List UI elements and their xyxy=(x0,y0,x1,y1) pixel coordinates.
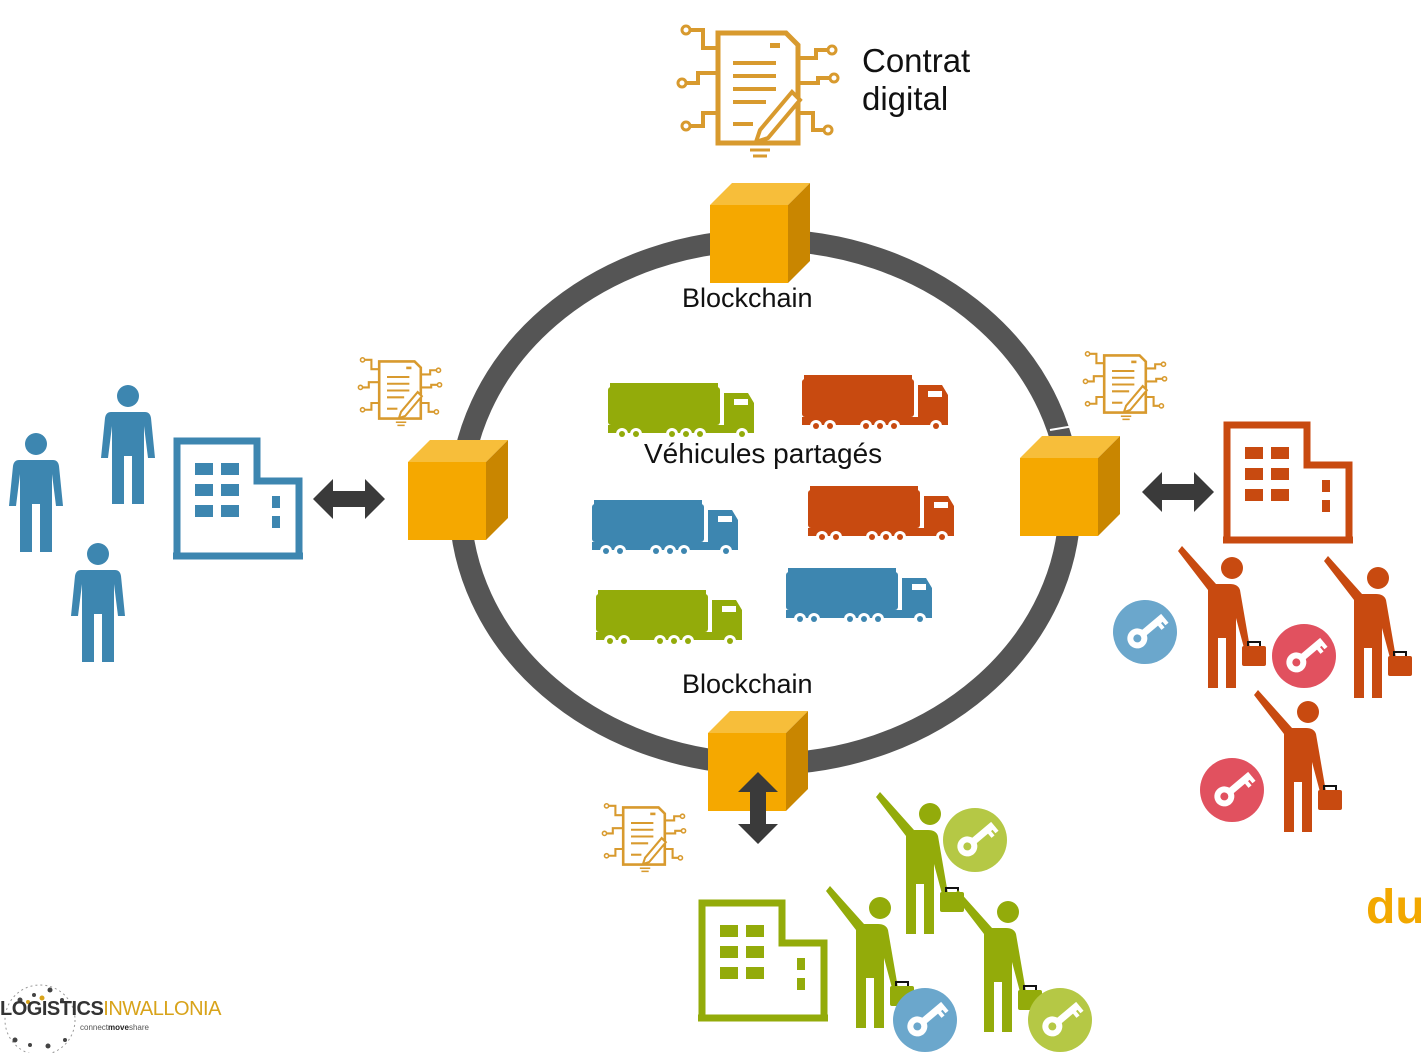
key-icon xyxy=(1113,600,1177,664)
key-icon xyxy=(943,808,1007,872)
truck-icon xyxy=(596,590,742,647)
double-arrow-icon xyxy=(1142,472,1214,512)
contract-icon xyxy=(357,356,443,427)
contract-label: Contrat digital xyxy=(862,42,970,118)
person-icon xyxy=(71,543,125,662)
logo-globe-icon xyxy=(4,984,76,1053)
person-icon xyxy=(101,385,155,504)
cube-icon xyxy=(710,183,810,283)
cube-icon xyxy=(408,440,508,540)
businessman-icon xyxy=(1253,689,1343,833)
businessman-icon xyxy=(953,889,1043,1033)
logo-tagline: connectmoveshare xyxy=(80,1023,149,1032)
building-icon xyxy=(698,903,828,1018)
businessman-icon xyxy=(1177,545,1267,689)
cube-icon xyxy=(1020,436,1120,536)
contract-label-line1: Contrat xyxy=(862,42,971,79)
key-icon xyxy=(1272,624,1336,688)
contract-icon xyxy=(1082,350,1168,421)
truck-icon xyxy=(808,486,954,543)
vehicles-label: Véhicules partagés xyxy=(644,438,883,469)
blockchain-label-bottom: Blockchain xyxy=(682,669,813,699)
double-arrow-icon xyxy=(313,479,385,519)
logo-wordmark: LOGISTICSINWALLONIA xyxy=(0,998,221,1020)
key-icon xyxy=(893,988,957,1052)
truck-icon xyxy=(786,568,932,625)
blockchain-label-top: Blockchain xyxy=(682,283,813,313)
key-icon xyxy=(1028,988,1092,1052)
building-icon xyxy=(1223,425,1353,540)
person-icon xyxy=(9,433,63,552)
key-icon xyxy=(1200,758,1264,822)
truck-icon xyxy=(608,383,754,440)
contract-icon xyxy=(601,802,687,873)
partial-heading: du xyxy=(1366,881,1421,934)
businessman-icon xyxy=(1323,555,1413,699)
truck-icon xyxy=(592,500,738,557)
building-icon xyxy=(173,441,303,556)
contract-icon xyxy=(678,26,838,156)
truck-icon xyxy=(802,375,948,432)
contract-label-line2: digital xyxy=(862,80,949,117)
